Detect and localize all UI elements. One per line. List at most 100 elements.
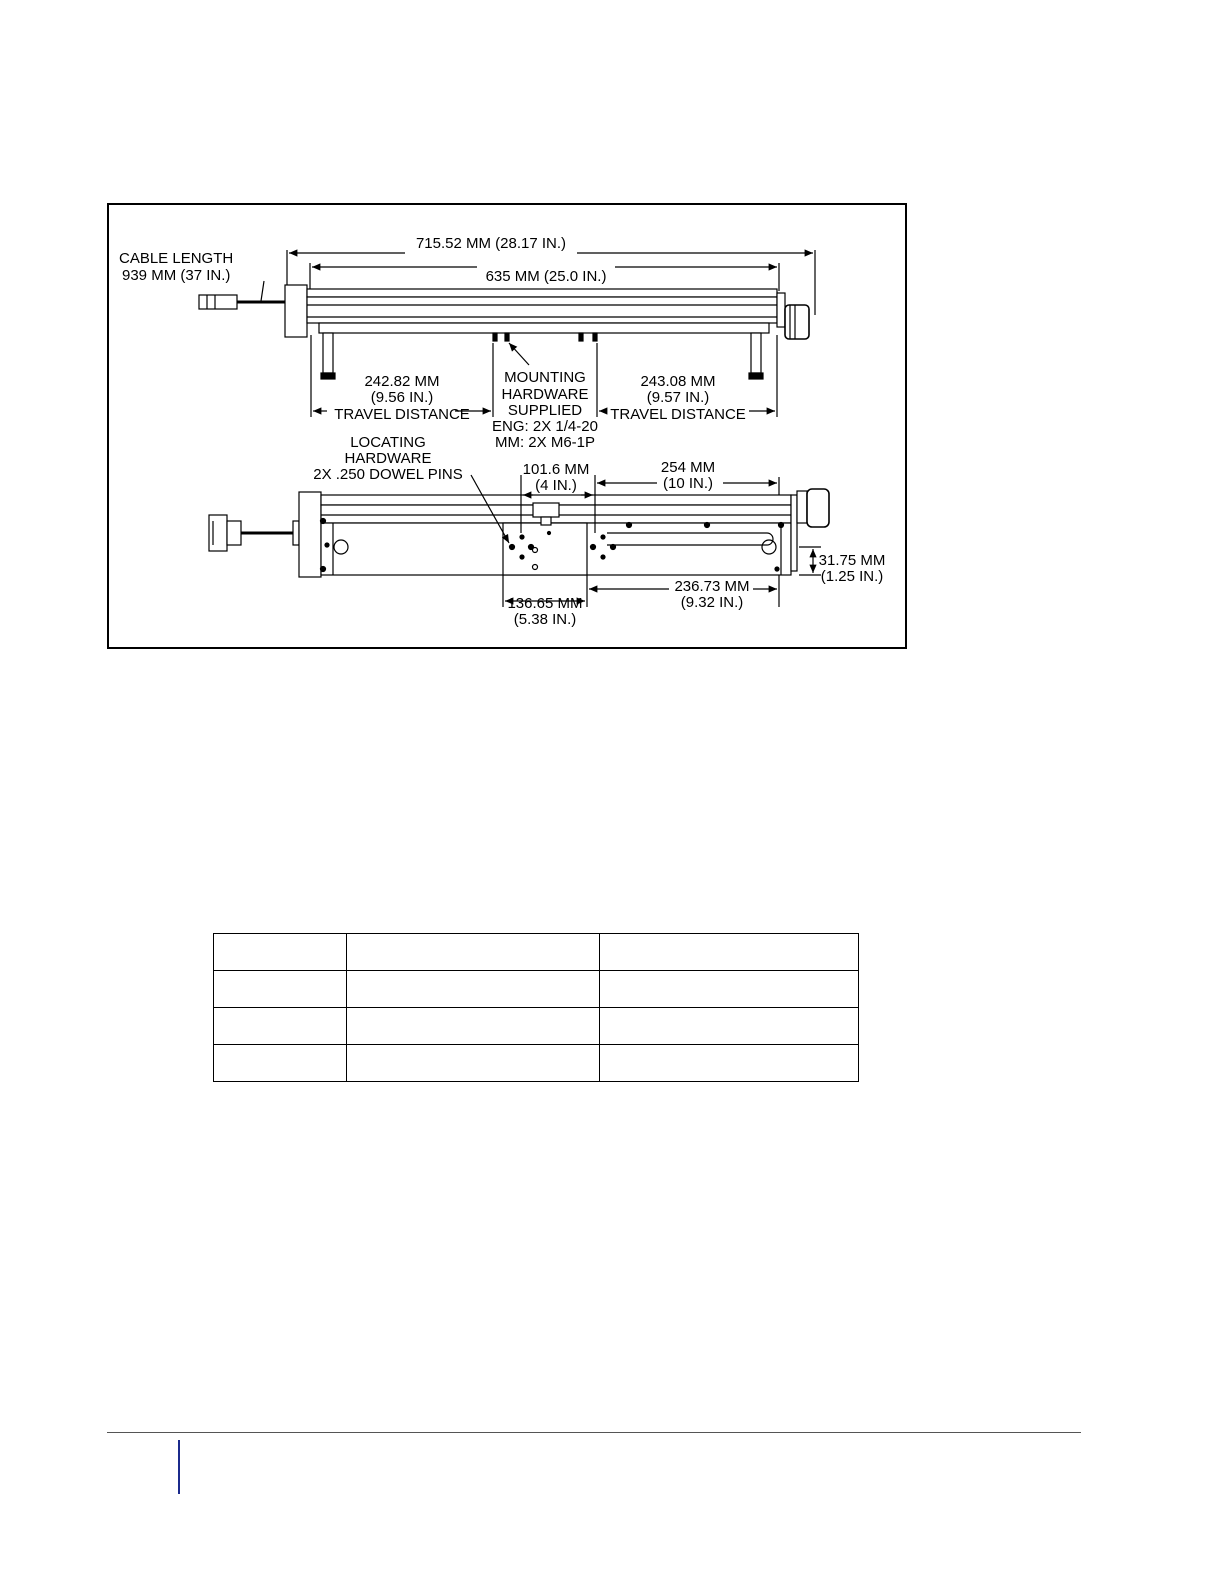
dsub-connector — [208, 514, 228, 552]
dim-101-mm: 101.6 MM — [523, 461, 590, 478]
table-cell — [213, 1044, 347, 1082]
table-cell — [213, 1007, 347, 1045]
cable-length-value: 939 MM (37 IN.) — [122, 267, 230, 284]
mounting-line-5: MM: 2X M6-1P — [495, 434, 595, 451]
cable-length-label: CABLE LENGTH — [119, 250, 233, 267]
table-cell — [599, 1044, 859, 1082]
carriage-bracket-stem — [540, 516, 552, 526]
screw-hole — [319, 517, 327, 525]
cable-leader — [260, 280, 265, 302]
cable-connector — [198, 294, 238, 310]
motor-end-block — [298, 491, 322, 578]
dim-3175-mm: 31.75 MM — [819, 552, 886, 569]
right-travel-mm: 243.08 MM — [640, 373, 715, 390]
mounting-line-2: HARDWARE — [502, 386, 589, 403]
rail-length-label: 635 MM (25.0 IN.) — [486, 268, 607, 285]
dowel-pin-hole — [600, 554, 606, 560]
dimension-drawing-frame: CABLE LENGTH 939 MM (37 IN.) 715.52 MM (… — [107, 203, 907, 649]
dowel-pin-hole — [527, 543, 535, 551]
locating-leader — [470, 474, 510, 544]
dowel-pin-hole — [508, 543, 516, 551]
locating-line-2: HARDWARE — [345, 450, 432, 467]
support-leg — [750, 332, 762, 374]
screw-hole — [319, 565, 327, 573]
mounting-hardware-note: MOUNTING HARDWARE SUPPLIED ENG: 2X 1/4-2… — [492, 369, 598, 451]
dim-13665-in: (5.38 IN.) — [514, 611, 577, 628]
screw-hole — [324, 542, 330, 548]
dim-13665-mm: 136.65 MM — [507, 595, 582, 612]
stage-dimension-drawing: CABLE LENGTH 939 MM (37 IN.) 715.52 MM (… — [119, 235, 886, 628]
mounting-stud — [592, 332, 598, 342]
locating-line-3: 2X .250 DOWEL PINS — [313, 466, 463, 483]
support-leg — [322, 332, 334, 374]
dim-23673-mm: 236.73 MM — [674, 578, 749, 595]
carriage-base — [318, 322, 770, 334]
mount-hole — [546, 530, 552, 536]
screw-hole — [777, 521, 785, 529]
mounting-line-4: ENG: 2X 1/4-20 — [492, 418, 598, 435]
knob-collar — [796, 490, 808, 524]
dowel-pin-hole — [589, 543, 597, 551]
mounting-stud — [578, 332, 584, 342]
right-travel-label: TRAVEL DISTANCE — [610, 406, 746, 423]
dim-3175-in: (1.25 IN.) — [821, 568, 884, 585]
locating-hardware-note: LOCATING HARDWARE 2X .250 DOWEL PINS — [313, 434, 463, 483]
table-cell — [346, 1044, 600, 1082]
table-cell — [213, 933, 347, 971]
table-cell — [213, 970, 347, 1008]
footer-accent-bar — [178, 1440, 180, 1494]
screw-hole — [774, 566, 780, 572]
screw-hole — [703, 521, 711, 529]
strain-relief — [292, 520, 300, 546]
locating-line-1: LOCATING — [350, 434, 426, 451]
mount-hole — [531, 563, 539, 571]
dowel-pin-hole — [609, 543, 617, 551]
mounting-leader — [508, 342, 530, 366]
carriage-bracket — [532, 502, 560, 518]
end-plate — [776, 292, 786, 328]
dowel-pin-hole — [519, 554, 525, 560]
table-row — [213, 933, 859, 971]
overall-length-label: 715.52 MM (28.17 IN.) — [416, 235, 566, 252]
table-cell — [599, 970, 859, 1008]
table-row — [213, 1007, 859, 1045]
carriage-plate — [502, 522, 588, 576]
table-cell — [599, 933, 859, 971]
mounting-line-3: SUPPLIED — [508, 402, 582, 419]
table-cell — [346, 970, 600, 1008]
dim-254-in: (10 IN.) — [663, 475, 713, 492]
spec-table — [213, 933, 859, 1082]
left-travel-mm: 242.82 MM — [364, 373, 439, 390]
mounting-stud — [504, 332, 510, 342]
left-travel-label: TRAVEL DISTANCE — [334, 406, 470, 423]
dowel-pin-hole — [600, 534, 606, 540]
mounting-line-1: MOUNTING — [504, 369, 586, 386]
mounting-stud — [492, 332, 498, 342]
bottom-view — [208, 474, 830, 607]
table-row — [213, 1044, 859, 1082]
table-cell — [599, 1007, 859, 1045]
rail-body — [306, 296, 778, 324]
motor-end-block — [284, 284, 308, 338]
leg-foot — [748, 372, 764, 380]
dowel-pin-hole — [519, 534, 525, 540]
leg-foot — [320, 372, 336, 380]
dim-254-mm: 254 MM — [661, 459, 715, 476]
rail-top — [306, 288, 778, 298]
adjustment-slot — [607, 532, 774, 546]
table-cell — [346, 1007, 600, 1045]
footer-rule — [107, 1432, 1081, 1433]
dsub-shell — [226, 520, 242, 546]
top-view — [198, 249, 816, 417]
mount-hole — [531, 546, 539, 554]
base-hole — [761, 539, 777, 555]
table-row — [213, 970, 859, 1008]
dim-101-in: (4 IN.) — [535, 477, 577, 494]
adjust-knob — [806, 488, 830, 528]
right-travel-in: (9.57 IN.) — [647, 389, 710, 406]
table-cell — [346, 933, 600, 971]
screw-hole — [625, 521, 633, 529]
end-plate — [790, 494, 798, 572]
dim-23673-in: (9.32 IN.) — [681, 594, 744, 611]
base-hole — [333, 539, 349, 555]
